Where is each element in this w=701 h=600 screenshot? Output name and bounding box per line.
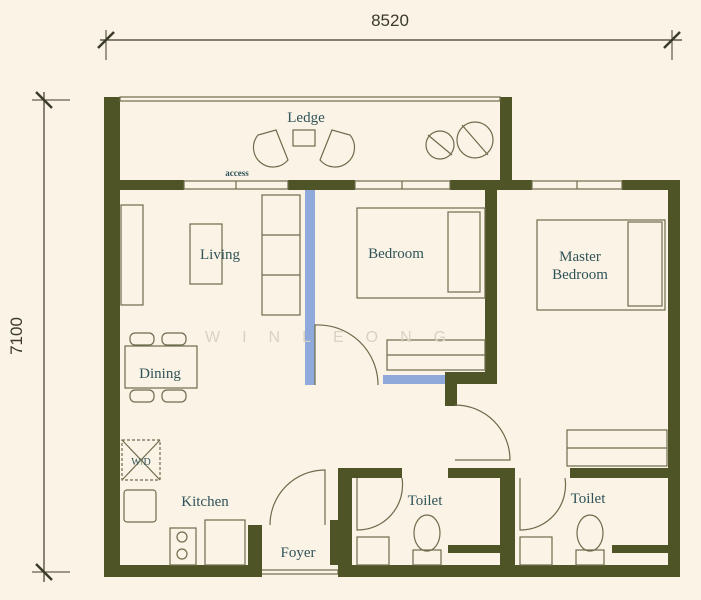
- room-label-dining: Dining: [139, 366, 181, 382]
- doors[interactable]: [269, 324, 567, 531]
- access-label: access: [225, 168, 249, 178]
- walls: [104, 96, 680, 577]
- watermark: WINLEONG: [205, 329, 468, 346]
- room-label-kitchen: Kitchen: [181, 494, 229, 510]
- room-label-ledge: Ledge: [287, 110, 325, 126]
- height-label: 7100: [7, 317, 26, 355]
- room-label-master-2: Bedroom: [552, 267, 608, 283]
- width-dimension: 8520: [97, 11, 682, 60]
- room-label-bedroom: Bedroom: [368, 246, 424, 262]
- partition: [305, 190, 315, 385]
- height-dimension: 7100: [7, 91, 70, 582]
- room-label-toilet-1: Toilet: [408, 493, 444, 509]
- room-label-foyer: Foyer: [281, 545, 316, 561]
- room-label-living: Living: [200, 247, 240, 263]
- room-label-toilet-2: Toilet: [571, 491, 607, 507]
- width-label: 8520: [371, 11, 409, 30]
- partition: [383, 375, 445, 384]
- furniture: [120, 121, 668, 566]
- washer-label: W/D: [131, 457, 150, 468]
- room-label-master-1: Master: [559, 249, 601, 265]
